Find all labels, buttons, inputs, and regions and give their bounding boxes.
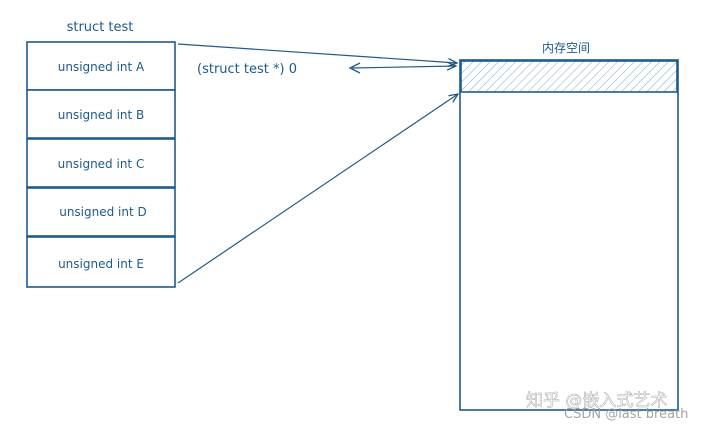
- field-b: unsigned int B: [26, 89, 176, 139]
- zhihu-watermark: 知乎 @嵌入式艺术: [526, 391, 667, 411]
- field-b-box: [26, 89, 176, 139]
- field-b-label: unsigned int B: [58, 108, 145, 122]
- field-c-box: [26, 138, 176, 188]
- field-a: unsigned int A: [26, 41, 176, 91]
- arrow-cast-back-head: [348, 62, 361, 74]
- field-c: unsigned int C: [26, 138, 176, 188]
- memory-origin-block: [460, 60, 678, 93]
- arrow-struct-start-to-memory: [177, 43, 457, 63]
- field-e-label: unsigned int E: [58, 257, 144, 271]
- field-d-label: unsigned int D: [59, 205, 147, 219]
- field-a-box: [26, 41, 176, 91]
- field-a-label: unsigned int A: [58, 60, 145, 74]
- memory-space-box: [459, 59, 679, 411]
- field-c-label: unsigned int C: [58, 157, 145, 171]
- csdn-watermark: CSDN @last breath: [564, 407, 688, 422]
- field-d-box: [26, 187, 176, 237]
- field-d: unsigned int D: [26, 187, 176, 237]
- memory-space-label: 内存空间: [542, 41, 590, 55]
- arrow-cast-to-memory: [351, 66, 456, 68]
- field-e-box: [26, 236, 176, 288]
- cast-expression-label: (struct test *) 0: [197, 62, 297, 77]
- struct-title: struct test: [67, 20, 134, 35]
- field-e: unsigned int E: [26, 236, 176, 288]
- struct-fields: unsigned int A unsigned int B unsigned i…: [26, 41, 176, 288]
- arrow-struct-end-to-memory: [177, 94, 458, 284]
